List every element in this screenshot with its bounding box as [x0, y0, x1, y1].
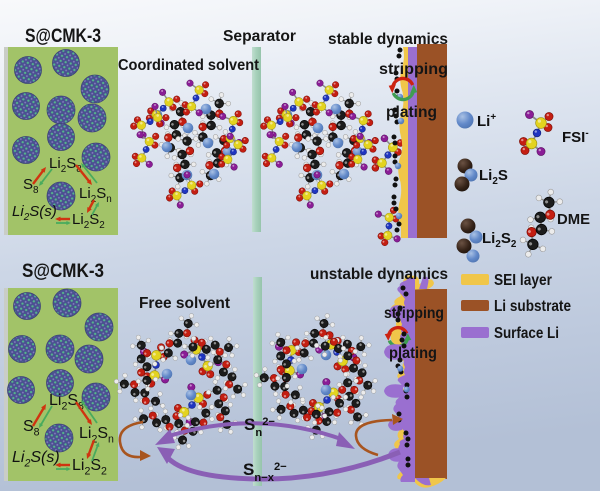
- svg-text:Li2 S2: Li2 S2: [72, 211, 105, 231]
- svg-text:Li+: Li+: [477, 112, 496, 130]
- svg-text:S8: S8: [23, 418, 40, 439]
- svg-text:Sn 2−: Sn 2−: [244, 415, 275, 439]
- svg-text:S@CMK-3: S@CMK-3: [25, 26, 101, 47]
- svg-text:Li2 S2: Li2 S2: [482, 230, 517, 250]
- svg-text:plating: plating: [386, 104, 437, 121]
- svg-text:Li2 Sn: Li2 Sn: [79, 425, 114, 446]
- svg-text:Li substrate: Li substrate: [494, 298, 571, 315]
- svg-text:stripping: stripping: [384, 305, 444, 322]
- svg-text:DME: DME: [557, 211, 590, 228]
- svg-text:S@CMK-3: S@CMK-3: [22, 261, 104, 282]
- svg-text:stable dynamics: stable dynamics: [328, 31, 448, 48]
- svg-text:unstable dynamics: unstable dynamics: [310, 266, 448, 283]
- svg-text:S8: S8: [23, 176, 39, 196]
- svg-text:Free solvent: Free solvent: [139, 295, 231, 312]
- svg-text:SEI layer: SEI layer: [494, 272, 552, 289]
- svg-text:Separator: Separator: [223, 28, 296, 45]
- svg-text:Surface Li: Surface Li: [494, 325, 559, 342]
- svg-text:Li2 S: Li2 S: [479, 167, 508, 187]
- svg-text:Li2 S(s): Li2 S(s): [12, 203, 57, 223]
- svg-text:plating: plating: [389, 345, 437, 362]
- svg-text:Li2 S8: Li2 S8: [49, 392, 84, 413]
- svg-text:stripping: stripping: [379, 61, 448, 78]
- svg-text:Coordinated solvent: Coordinated solvent: [118, 57, 260, 74]
- svg-text:FSI-: FSI-: [562, 128, 589, 146]
- svg-text:Li2 S2: Li2 S2: [72, 457, 107, 478]
- svg-text:Sn−x 2−: Sn−x 2−: [243, 460, 287, 484]
- svg-text:Li2 S(s): Li2 S(s): [12, 449, 60, 470]
